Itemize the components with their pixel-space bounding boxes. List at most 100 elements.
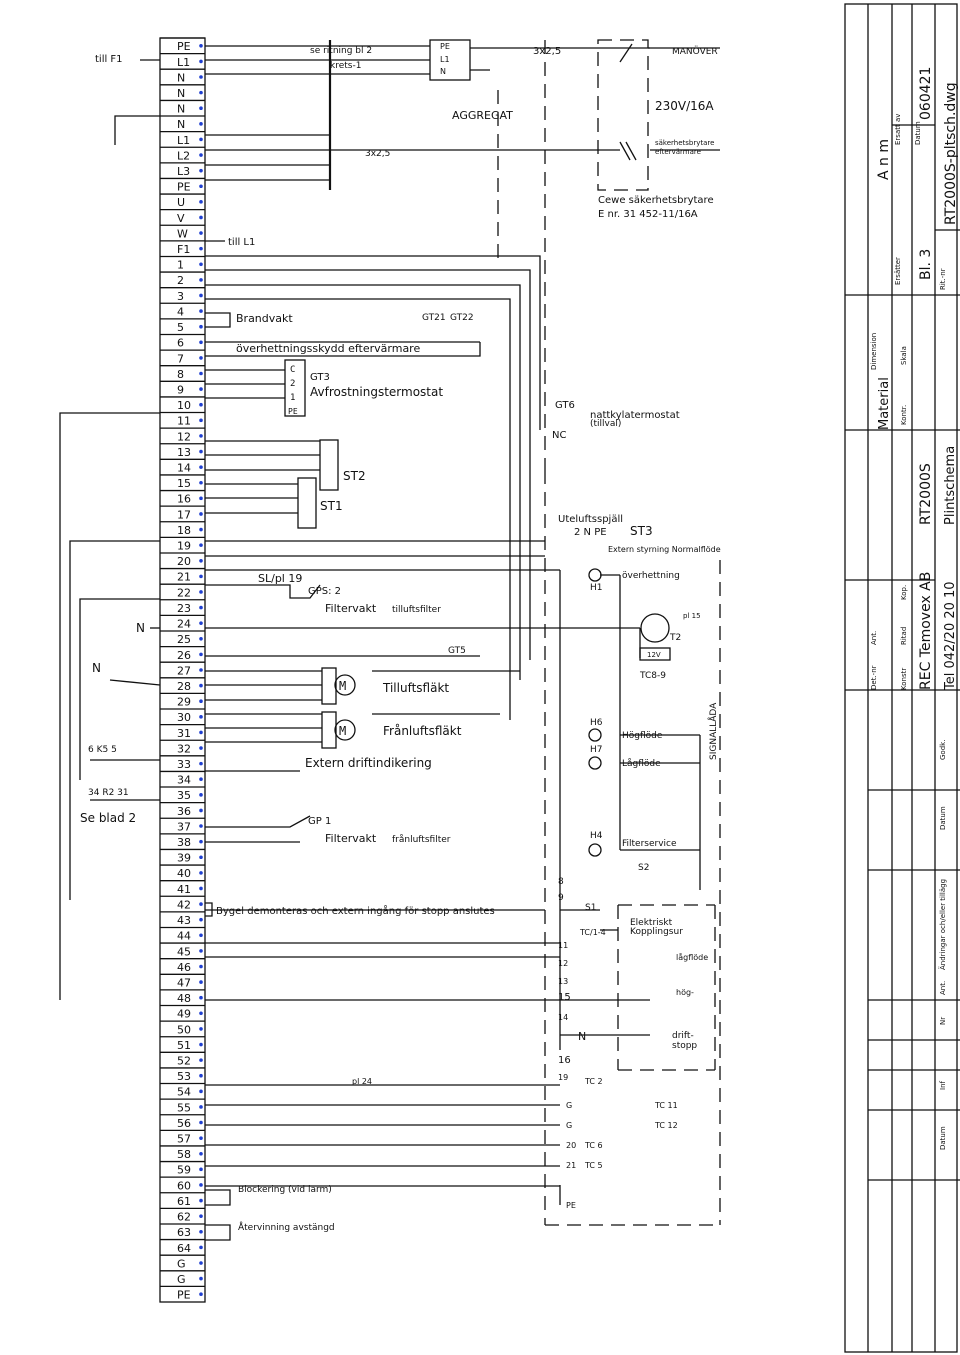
terminal-screw bbox=[199, 449, 203, 454]
lagflode2-label: lågflöde bbox=[676, 952, 708, 962]
terminal-label: G bbox=[177, 1257, 186, 1270]
gp1-label: GP 1 bbox=[308, 816, 331, 827]
terminal-label: 37 bbox=[177, 820, 191, 833]
tc6-label: TC 6 bbox=[584, 1141, 603, 1150]
terminal-screw bbox=[199, 434, 203, 438]
terminal-screw bbox=[199, 418, 203, 423]
terminal-label: 3 bbox=[177, 290, 184, 303]
h6-label: H6 bbox=[590, 718, 603, 728]
terminal-label: 14 bbox=[177, 462, 191, 475]
filtervakt-label-2: Filtervakt bbox=[325, 832, 377, 845]
tb-tel: Tel 042/20 20 10 bbox=[943, 581, 958, 691]
terminal-label: 17 bbox=[177, 508, 191, 521]
terminal-screw bbox=[199, 636, 203, 641]
terminal-label: G bbox=[177, 1273, 186, 1286]
tb-product: RT2000S bbox=[918, 463, 934, 525]
aggregat-pe: PE bbox=[440, 42, 450, 51]
h7-label: H7 bbox=[590, 745, 603, 755]
terminal-label: 45 bbox=[177, 945, 191, 958]
cewe-label-1: Cewe säkerhetsbrytare bbox=[598, 195, 714, 206]
filterservice-label: Filterservice bbox=[622, 839, 677, 849]
terminal-screw bbox=[199, 215, 203, 220]
terminal-label: 46 bbox=[177, 961, 191, 974]
terminal-screw bbox=[199, 980, 203, 984]
terminal-label: 31 bbox=[177, 727, 191, 740]
avfrost-label: Avfrostningstermostat bbox=[310, 385, 443, 399]
terminal-label: 44 bbox=[177, 930, 191, 943]
terminal-label: 25 bbox=[177, 633, 191, 646]
tb-skala: Skala bbox=[900, 346, 908, 365]
aggregat-l1: L1 bbox=[440, 55, 450, 64]
terminal-screw bbox=[199, 293, 203, 298]
signallada-label: SIGNALLÅDA bbox=[707, 702, 719, 760]
terminal-label: 38 bbox=[177, 836, 191, 849]
terminal-screw bbox=[199, 605, 203, 610]
elklocka-label-1: Elektriskt bbox=[630, 918, 673, 928]
terminal-label: L1 bbox=[177, 56, 190, 69]
tb-ritnr: RT2000S-pltsch.dwg bbox=[943, 82, 959, 225]
terminal-screw bbox=[199, 527, 203, 532]
terminal-screw bbox=[199, 168, 203, 173]
terminal-label: 2 bbox=[177, 274, 184, 287]
terminal-label: 6 bbox=[177, 337, 184, 350]
terminal-screw bbox=[199, 1105, 203, 1109]
tb-company: REC Temovex AB bbox=[918, 572, 934, 690]
tb-konstr: Konstr bbox=[900, 668, 908, 690]
uteluft-label: Uteluftsspjäll bbox=[558, 514, 623, 525]
terminal-label: 51 bbox=[177, 1039, 191, 1052]
n-label-2: N bbox=[92, 661, 101, 675]
terminal-label: 18 bbox=[177, 524, 191, 537]
terminal-label: 26 bbox=[177, 649, 191, 662]
terminal-label: PE bbox=[177, 40, 191, 53]
terminal-screw bbox=[199, 871, 203, 875]
tb-type: Plintschema bbox=[943, 446, 958, 525]
cewe-label-2: E nr. 31 452-11/16A bbox=[598, 209, 698, 220]
tb-ant2: Ant. bbox=[939, 981, 947, 995]
h1-label: H1 bbox=[590, 583, 603, 593]
tb-ritnr-h: Rit.-nr bbox=[939, 268, 947, 290]
terminal-screw bbox=[199, 793, 203, 797]
tc2-label: TC 2 bbox=[584, 1077, 603, 1086]
terminal-screw bbox=[199, 1042, 203, 1047]
right-pe: PE bbox=[566, 1201, 576, 1210]
terminal-screw bbox=[199, 465, 203, 469]
right-12: 12 bbox=[558, 959, 568, 968]
terminal-screw bbox=[199, 1027, 203, 1031]
terminal-label: U bbox=[177, 196, 185, 209]
terminal-screw bbox=[199, 1198, 203, 1203]
spec-label: 230V/16A bbox=[655, 99, 714, 113]
se-ritning-label: se ritning bl 2 bbox=[310, 46, 372, 56]
tc14-label: TC/1-4 bbox=[579, 928, 606, 937]
terminal-screw bbox=[199, 590, 203, 594]
terminal-label: 35 bbox=[177, 789, 191, 802]
terminal-label: 58 bbox=[177, 1148, 191, 1161]
terminal-label: 43 bbox=[177, 914, 191, 927]
terminal-label: 30 bbox=[177, 711, 191, 724]
filtervakt-label-1: Filtervakt bbox=[325, 602, 377, 615]
gt6-label: GT6 bbox=[555, 400, 575, 411]
terminal-label: 19 bbox=[177, 540, 191, 553]
terminal-screw bbox=[199, 1136, 203, 1140]
terminal-screw bbox=[199, 761, 203, 766]
terminal-screw bbox=[199, 652, 203, 657]
terminal-label: 28 bbox=[177, 680, 191, 693]
pl24-label: pl 24 bbox=[352, 1077, 372, 1086]
terminal-screw bbox=[199, 90, 203, 95]
extern-drift-label: Extern driftindikering bbox=[305, 756, 432, 770]
terminal-screw bbox=[199, 1214, 203, 1218]
terminal-screw bbox=[199, 746, 203, 750]
terminal-label: 33 bbox=[177, 758, 191, 771]
right-16: 16 bbox=[558, 1055, 571, 1066]
terminal-screw bbox=[199, 1276, 203, 1281]
terminal-label: 53 bbox=[177, 1070, 191, 1083]
elklocka-label-2: Kopplingsur bbox=[630, 927, 683, 937]
terminal-label: 56 bbox=[177, 1117, 191, 1130]
terminal-label: 20 bbox=[177, 555, 191, 568]
terminal-screw bbox=[199, 668, 203, 672]
terminal-label: N bbox=[177, 71, 185, 84]
tb-datum-h: Datum bbox=[914, 121, 922, 145]
terminal-screw bbox=[199, 621, 203, 625]
nattkyla-label: nattkylatermostat bbox=[590, 410, 680, 421]
se-blad-label: Se blad 2 bbox=[80, 811, 136, 825]
terminal-label: 15 bbox=[177, 477, 191, 490]
